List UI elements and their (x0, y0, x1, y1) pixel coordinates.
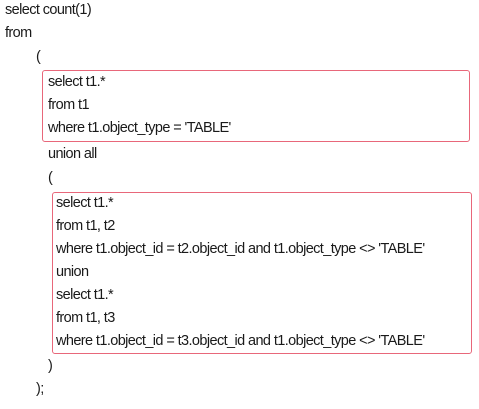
code-line-9: select t1.* (56, 195, 114, 211)
code-line-1: select count(1) (5, 2, 92, 18)
code-line-6: where t1.object_type = 'TABLE' (48, 120, 231, 136)
code-line-4: select t1.* (48, 74, 106, 90)
code-line-15: where t1.object_id = t3.object_id and t1… (56, 333, 425, 349)
code-line-13: select t1.* (56, 287, 114, 303)
code-line-11: where t1.object_id = t2.object_id and t1… (56, 241, 425, 257)
code-line-10: from t1, t2 (56, 218, 115, 234)
code-line-12: union (56, 264, 89, 280)
code-line-5: from t1 (48, 97, 90, 113)
code-line-2: from (5, 25, 32, 41)
code-line-7: union all (48, 146, 97, 162)
code-line-8: ( (48, 170, 53, 186)
code-line-3: ( (36, 49, 41, 65)
code-line-14: from t1, t3 (56, 310, 115, 326)
code-line-17: ); (36, 381, 44, 397)
highlight-box-first-select (42, 70, 470, 142)
highlight-box-union-block (52, 192, 472, 354)
code-line-16: ) (48, 358, 53, 374)
